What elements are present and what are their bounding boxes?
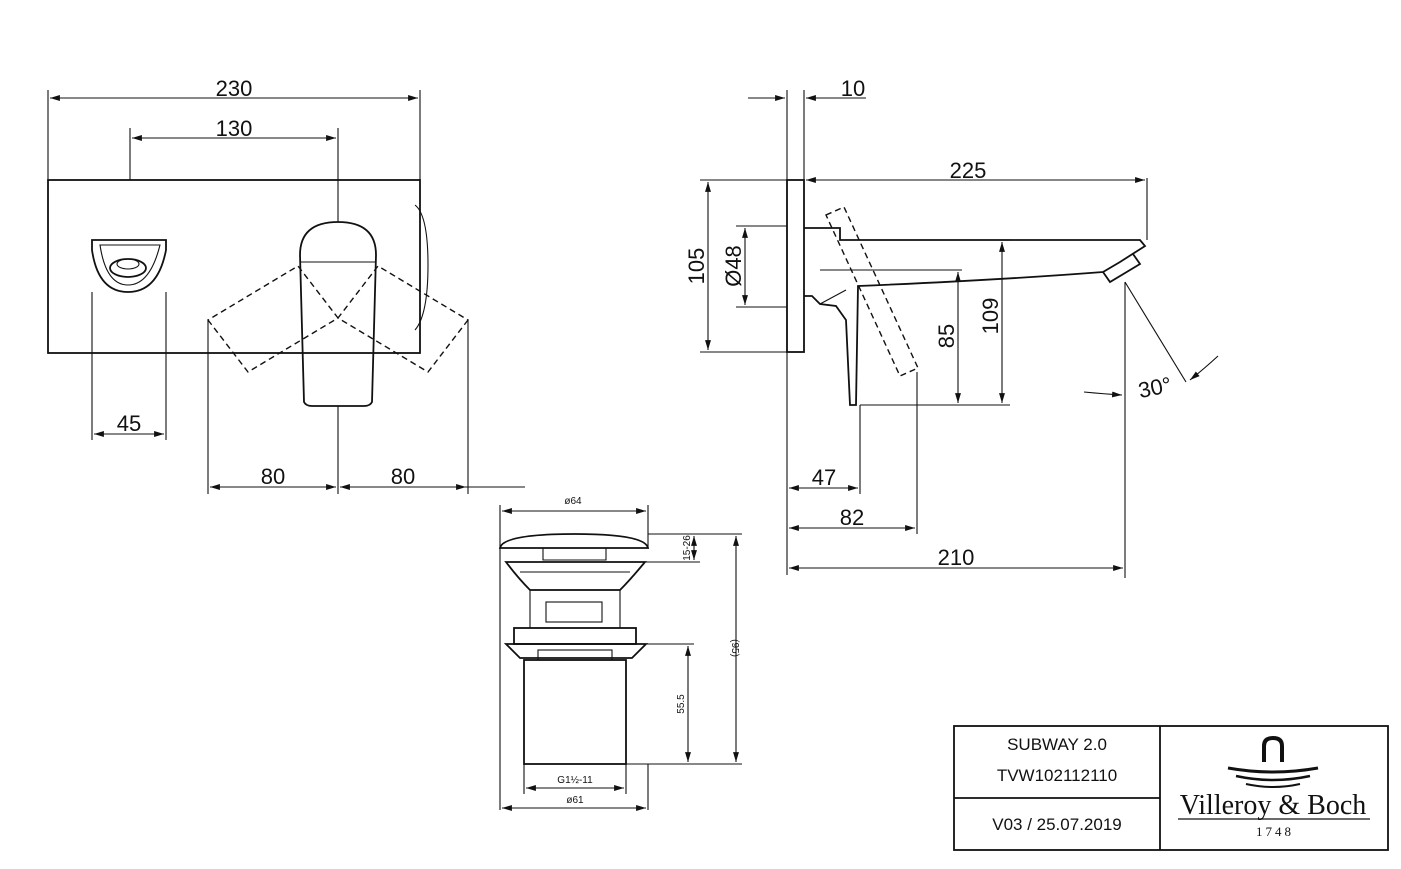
dim-10: 10 [841,76,865,101]
dim-47: 47 [812,465,836,490]
dim-85: 85 [934,324,959,348]
product-name: SUBWAY 2.0 [1007,735,1107,754]
title-block: SUBWAY 2.0 TVW102112110 V03 / 25.07.2019… [953,725,1389,851]
dim-109: 109 [978,298,1003,335]
dim-total-height: (95) [729,639,740,657]
brand-logo: Villeroy & Boch 1748 [1178,735,1370,839]
dim-210: 210 [938,545,975,570]
front-wall-plate [47,179,421,354]
waste-view: ø64 15-26 (95) 55.5 G1½-11 ø61 [498,496,742,811]
dim-angle-30: 30° [1136,372,1174,403]
product-code: TVW102112110 [997,766,1117,785]
lever-swing-right [336,265,470,373]
lever-handle [299,221,377,407]
dim-130: 130 [216,116,253,141]
side-view: 10 225 105 Ø48 85 109 30° 47 [684,76,1219,578]
version-date: V03 / 25.07.2019 [992,815,1122,834]
lever-tilted [825,206,919,377]
dim-diameter-48: Ø48 [721,245,746,287]
waste-thread [523,659,627,765]
diverter-knob [91,239,167,293]
dim-230: 230 [216,76,253,101]
dim-thread-length: 55.5 [676,694,687,714]
lever-swing-left [206,265,340,373]
waste-cap [498,533,650,549]
dim-82: 82 [840,505,864,530]
dim-225: 225 [950,158,987,183]
dim-80-right: 80 [391,464,415,489]
dim-bottom-diameter: ø61 [566,795,584,806]
dim-105: 105 [684,248,709,285]
aerator [1102,253,1142,284]
side-wall-plate [786,179,805,353]
front-view: 230 130 45 80 80 [47,76,525,494]
spout-body [804,227,1147,406]
dim-thread: G1½-11 [557,775,593,786]
dim-45: 45 [117,411,141,436]
brand-year: 1748 [1256,824,1294,839]
dim-head-height: 15-26 [682,535,693,561]
dim-top-diameter: ø64 [564,496,582,507]
brand-name: Villeroy & Boch [1180,790,1367,821]
dim-80-left: 80 [261,464,285,489]
